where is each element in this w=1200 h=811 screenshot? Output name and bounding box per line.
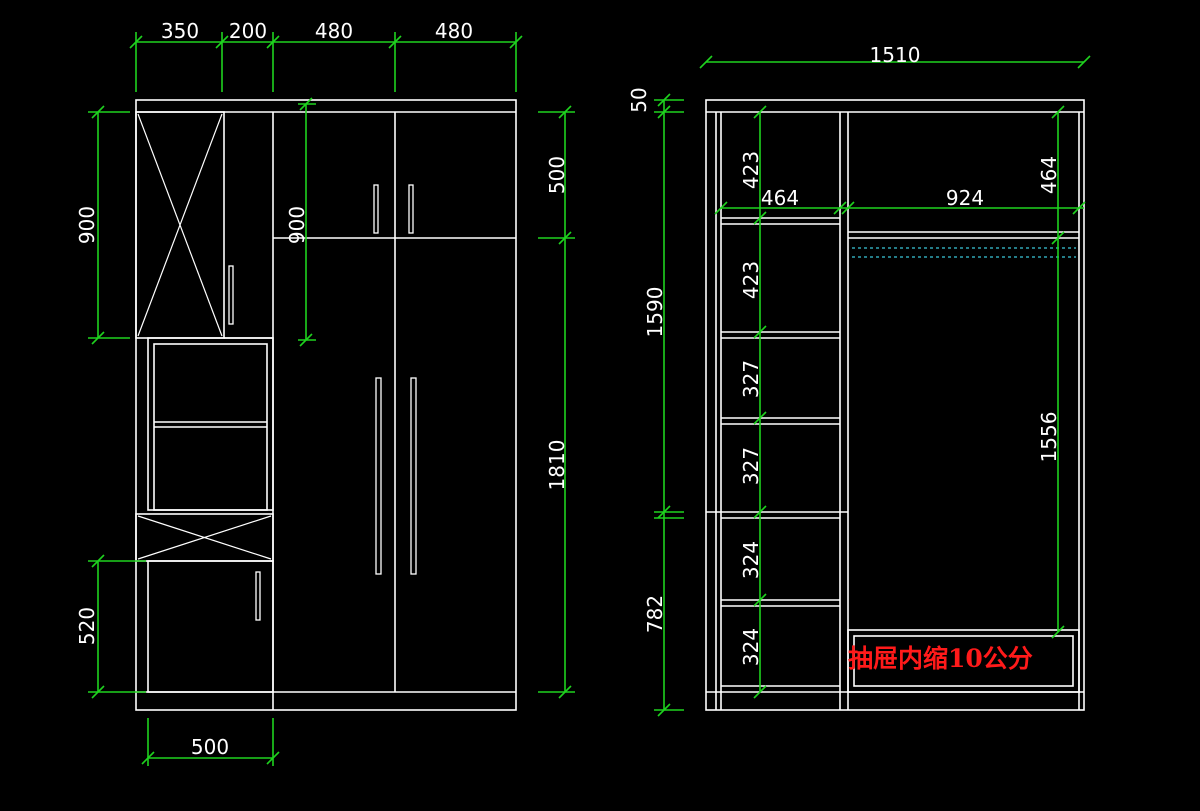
- interior-cabinet-outline: [705, 99, 1085, 711]
- dim-overall-width: 1510: [870, 43, 921, 67]
- dim-tick: [91, 554, 105, 568]
- dim-tick: [753, 105, 767, 119]
- dim-tick: [753, 325, 767, 339]
- dim-section-width-2: 924: [946, 186, 984, 210]
- drawer-inner: [853, 635, 1074, 687]
- dim-tick: [753, 505, 767, 519]
- interior-view: 抽屉内缩10公分: [705, 99, 1085, 711]
- handle-icon: [375, 377, 382, 575]
- dim-tick: [91, 685, 105, 699]
- lower-left-door: [147, 560, 274, 693]
- dim-tick: [753, 593, 767, 607]
- handle-icon: [410, 377, 417, 575]
- front-view: [135, 99, 517, 711]
- dim-width-3: 480: [315, 19, 353, 43]
- dim-tick: [91, 331, 105, 345]
- dim-tick: [299, 97, 313, 111]
- dim-left-height-2: 782: [643, 595, 667, 633]
- dim-shelf-1: 423: [739, 151, 763, 189]
- dim-tick: [714, 201, 728, 215]
- dim-tick: [558, 231, 572, 245]
- dim-tick: [215, 35, 229, 49]
- dim-tick: [841, 201, 855, 215]
- dim-tick: [91, 105, 105, 119]
- dim-shelf-5: 324: [739, 541, 763, 579]
- front-dimensions: 350 200 480 480 900 520 900 500 18: [75, 19, 575, 766]
- dim-tick: [141, 751, 155, 765]
- dim-hanging-height: 1556: [1037, 412, 1061, 463]
- dim-left-height-1: 900: [75, 206, 99, 244]
- handle-icon: [408, 184, 414, 234]
- dim-section-width-1: 464: [761, 186, 799, 210]
- dim-tick: [657, 703, 671, 717]
- dim-tick: [753, 685, 767, 699]
- dim-tick: [1077, 55, 1091, 69]
- dim-left-height-2: 520: [75, 607, 99, 645]
- dim-right-height-1: 500: [545, 156, 569, 194]
- dim-tick: [558, 685, 572, 699]
- dim-shelf-3: 327: [739, 360, 763, 398]
- dim-width-1: 350: [161, 19, 199, 43]
- dim-tick: [657, 505, 671, 519]
- dim-top-left: 50: [627, 87, 651, 112]
- dim-shelf-6: 324: [739, 628, 763, 666]
- dim-tick: [1051, 625, 1065, 639]
- dim-tick: [699, 55, 713, 69]
- drawer-note: 抽屉内缩10公分: [848, 644, 1033, 673]
- dim-top-right: 464: [1037, 156, 1061, 194]
- dim-tick: [753, 411, 767, 425]
- dim-tick: [657, 93, 671, 107]
- dim-tick: [657, 105, 671, 119]
- dim-tick: [509, 35, 523, 49]
- cross-panel-line-b: [137, 515, 272, 560]
- dim-width-2: 200: [229, 19, 267, 43]
- dim-tick: [1051, 105, 1065, 119]
- dim-tick: [558, 105, 572, 119]
- handle-icon: [373, 184, 379, 234]
- dim-tick: [833, 201, 847, 215]
- dim-bottom-width: 500: [191, 735, 229, 759]
- dim-tick: [129, 35, 143, 49]
- front-cabinet-outline: [135, 99, 517, 711]
- dim-shelf-2: 423: [739, 261, 763, 299]
- dim-right-height-2: 1810: [545, 440, 569, 491]
- open-niche: [147, 337, 274, 511]
- dim-width-4: 480: [435, 19, 473, 43]
- glass-door-cross-b: [137, 113, 223, 337]
- drawer-outline: [847, 629, 1080, 693]
- dim-tick: [753, 211, 767, 225]
- dim-tick: [266, 751, 280, 765]
- dim-tick: [1072, 201, 1086, 215]
- dim-tick: [388, 35, 402, 49]
- dim-shelf-4: 327: [739, 447, 763, 485]
- dim-tick: [299, 333, 313, 347]
- interior-dimensions: 1510 50 1590 782 423 423 327 327 324 324: [627, 43, 1091, 717]
- dim-left-height-1: 1590: [643, 287, 667, 338]
- dim-tick: [266, 35, 280, 49]
- dim-inner-height: 900: [285, 206, 309, 244]
- dim-tick: [1051, 231, 1065, 245]
- handle-icon: [255, 571, 261, 621]
- handle-icon: [228, 265, 234, 325]
